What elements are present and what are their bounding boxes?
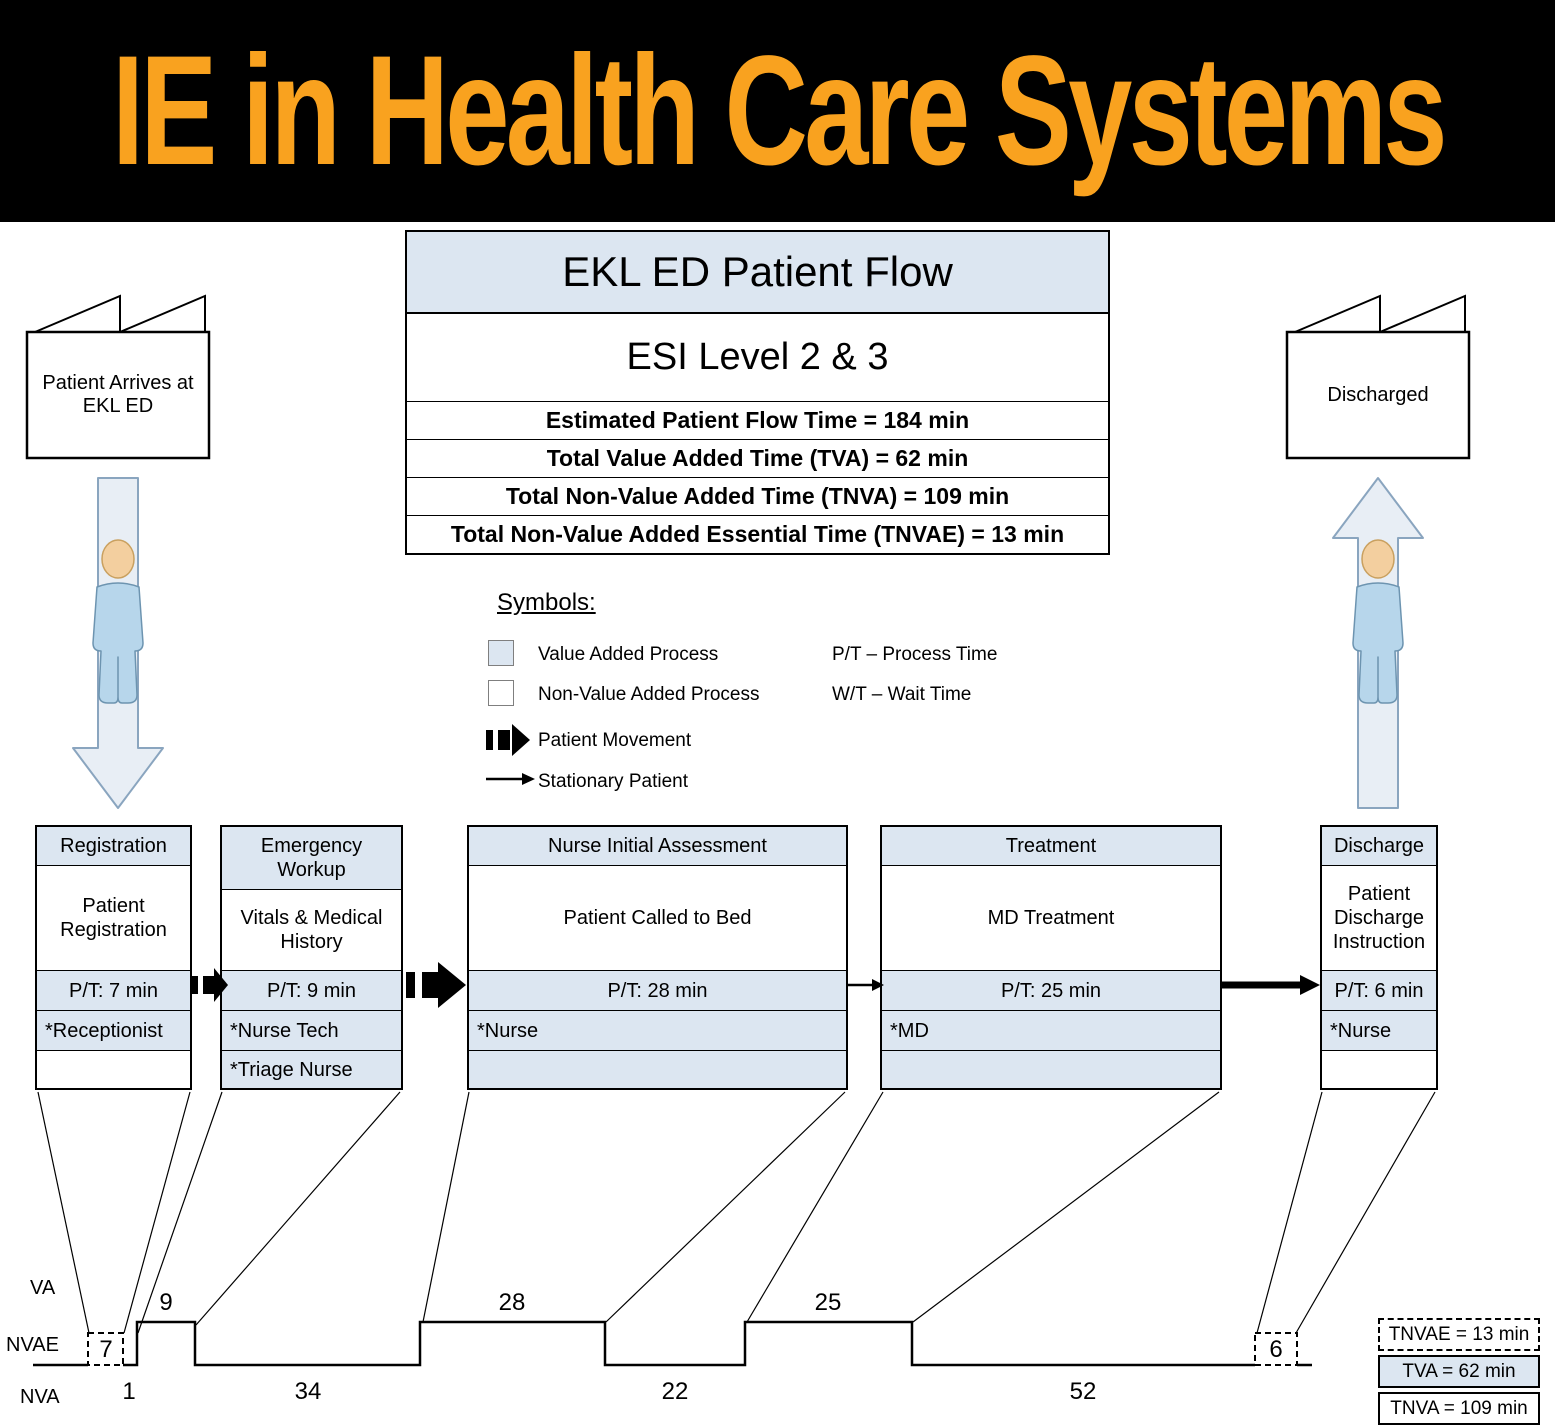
timeline-row-nva: NVA — [20, 1386, 60, 1408]
process-resource: *Nurse — [469, 1010, 846, 1050]
timeline-value-nvae-7: 7 — [99, 1336, 113, 1363]
timeline-value-va-25: 25 — [814, 1289, 842, 1316]
legend-label-non-value-added: Non-Value Added Process — [538, 684, 760, 705]
process-description: Patient Registration — [37, 865, 190, 970]
process-time: P/T: 28 min — [469, 970, 846, 1010]
process-treatment: Treatment MD Treatment P/T: 25 min *MD — [880, 825, 1222, 1090]
sink-discharged: Discharged — [1285, 288, 1471, 460]
source-patient-arrives: Patient Arrives at EKL ED — [25, 288, 211, 460]
timeline-value-va-28: 28 — [498, 1289, 526, 1316]
sink-label: Discharged — [1327, 383, 1429, 406]
process-time: P/T: 25 min — [882, 970, 1220, 1010]
process-title: Nurse Initial Assessment — [469, 827, 846, 865]
stat-tnva: Total Non-Value Added Time (TNVA) = 109 … — [407, 477, 1108, 515]
legend-abbrev-wt: W/T – Wait Time — [832, 684, 972, 705]
patient-movement-icon — [486, 724, 530, 756]
step-chart-line — [33, 1320, 1312, 1367]
timeline-connector-lines — [37, 1091, 1436, 1334]
process-registration: Registration Patient Registration P/T: 7… — [35, 825, 192, 1090]
patient-person-icon — [1352, 539, 1404, 704]
timeline-value-nva-34: 34 — [294, 1378, 322, 1405]
legend-abbrev-pt: P/T – Process Time — [832, 644, 998, 665]
process-title: Emergency Workup — [222, 827, 401, 889]
stat-flow-time: Estimated Patient Flow Time = 184 min — [407, 401, 1108, 439]
process-description: Vitals & Medical History — [222, 889, 401, 970]
process-resource: *MD — [882, 1010, 1220, 1050]
patient-person-icon — [92, 539, 144, 704]
legend-label-value-added: Value Added Process — [538, 644, 719, 665]
total-tnvae-badge: TNVAE = 13 min — [1378, 1318, 1540, 1351]
process-emergency-workup: Emergency Workup Vitals & Medical Histor… — [220, 825, 403, 1090]
banner: IE in Health Care Systems — [0, 0, 1555, 222]
process-title: Treatment — [882, 827, 1220, 865]
process-resource: *Triage Nurse — [222, 1050, 401, 1088]
process-title: Registration — [37, 827, 190, 865]
timeline-value-nva-22: 22 — [661, 1378, 689, 1405]
flow-title: EKL ED Patient Flow — [407, 232, 1108, 312]
legend-label-stationary-patient: Stationary Patient — [538, 771, 688, 792]
thick-flow-arrow-icon — [1222, 975, 1320, 995]
process-resource: *Nurse — [1322, 1010, 1436, 1050]
process-description: Patient Called to Bed — [469, 865, 846, 970]
process-time: P/T: 6 min — [1322, 970, 1436, 1010]
page-title: IE in Health Care Systems — [111, 24, 1448, 198]
stationary-patient-icon — [848, 979, 884, 991]
process-title: Discharge — [1322, 827, 1436, 865]
process-empty-row — [882, 1050, 1220, 1088]
timeline-value-nva-52: 52 — [1069, 1378, 1097, 1405]
timeline-value-nva-1: 1 — [122, 1378, 136, 1405]
source-label: Patient Arrives at EKL ED — [42, 372, 194, 417]
process-nurse-initial-assessment: Nurse Initial Assessment Patient Called … — [467, 825, 848, 1090]
factory-icon — [25, 294, 211, 460]
total-tnva-badge: TNVA = 109 min — [1378, 1392, 1540, 1425]
timeline-value-nvae-6: 6 — [1269, 1336, 1283, 1363]
total-tva-badge: TVA = 62 min — [1378, 1355, 1540, 1388]
non-value-added-swatch — [488, 680, 514, 706]
stationary-patient-icon — [486, 773, 535, 785]
process-empty-row — [37, 1050, 190, 1088]
process-description: Patient Discharge Instruction — [1322, 865, 1436, 970]
patient-movement-icon — [406, 962, 466, 1008]
symbols-heading: Symbols: — [497, 589, 596, 616]
process-resource: *Nurse Tech — [222, 1010, 401, 1050]
process-discharge: Discharge Patient Discharge Instruction … — [1320, 825, 1438, 1090]
factory-icon — [1285, 294, 1471, 460]
process-resource: *Receptionist — [37, 1010, 190, 1050]
stat-tnvae: Total Non-Value Added Essential Time (TN… — [407, 515, 1108, 553]
value-added-swatch — [488, 640, 514, 666]
process-description: MD Treatment — [882, 865, 1220, 970]
flow-subtitle: ESI Level 2 & 3 — [407, 312, 1108, 401]
timeline-value-va-9: 9 — [159, 1289, 173, 1316]
flow-title-box: EKL ED Patient Flow ESI Level 2 & 3 Esti… — [405, 230, 1110, 555]
legend-label-patient-movement: Patient Movement — [538, 730, 692, 751]
timeline-row-nvae: NVAE — [6, 1334, 59, 1356]
process-time: P/T: 9 min — [222, 970, 401, 1010]
process-empty-row — [469, 1050, 846, 1088]
stat-tva: Total Value Added Time (TVA) = 62 min — [407, 439, 1108, 477]
process-time: P/T: 7 min — [37, 970, 190, 1010]
process-empty-row — [1322, 1050, 1436, 1088]
timeline-row-va: VA — [30, 1277, 56, 1299]
